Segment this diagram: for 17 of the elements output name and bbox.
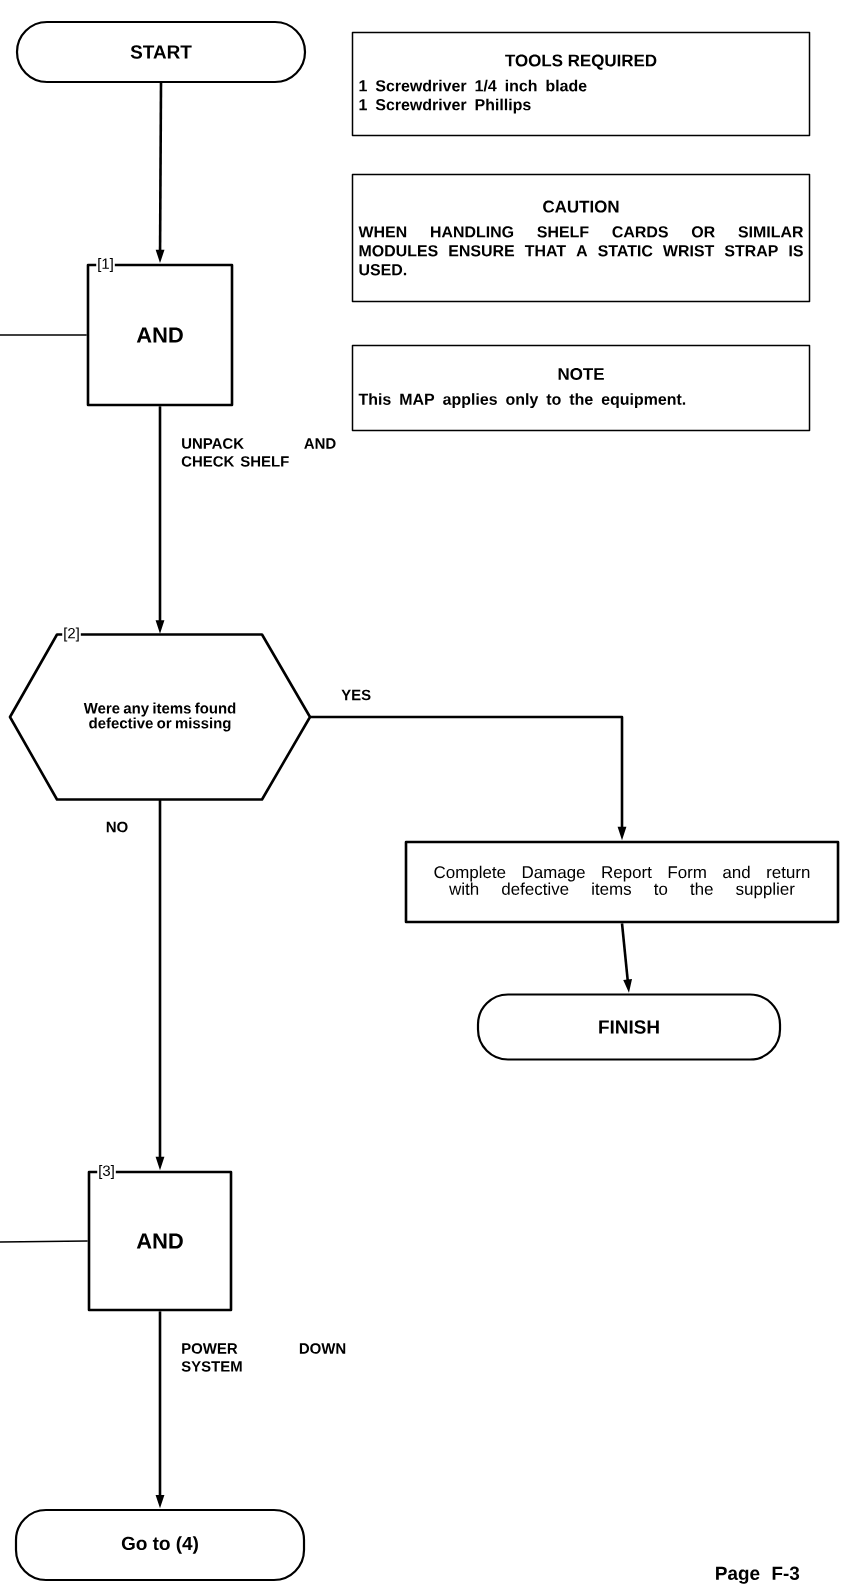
and-box: AND [1] (86, 257, 234, 407)
process-box: Complete Damage Report Form and return with defective items to the supplier (404, 840, 840, 924)
decision-hexagon: Were any items found defective or missing [2] (8, 626, 312, 801)
note-box: CAUTION WHEN HANDLING SHELF CARDS OR SIMILAR MODULES ENSURE THAT A STATIC WRIST STRAP IS USED. (351, 173, 811, 303)
terminal-box: Go to (4) (14, 1508, 306, 1582)
note-box: NOTE This MAP applies only to the equipment. (351, 344, 811, 432)
edge-label: UNPACK AND CHECK SHELF (180, 437, 338, 468)
and-box: AND [3] (87, 1164, 233, 1312)
edge-label: YES (340, 688, 373, 702)
page-number: Page F-3 (716, 1566, 800, 1584)
terminal-box: FINISH (476, 993, 782, 1061)
terminal-box: START (15, 20, 307, 84)
note-box: TOOLS REQUIRED 1 Screwdriver 1/4 inch blade 1 Screwdriver Phillips (351, 31, 811, 137)
edge-label: NO (104, 820, 130, 834)
line (0, 1240, 89, 1243)
line (0, 334, 88, 336)
edge-label: POWER DOWN SYSTEM (180, 1342, 348, 1373)
